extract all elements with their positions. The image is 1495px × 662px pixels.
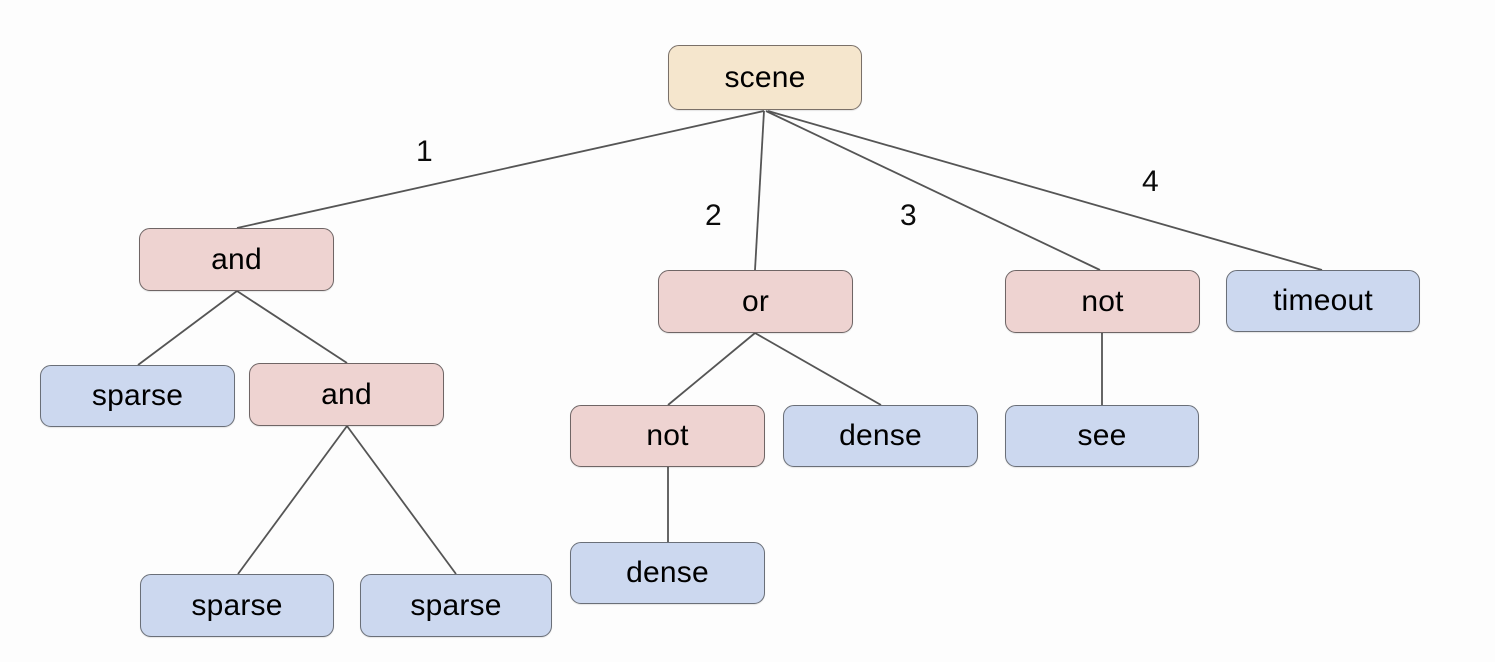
node-sparse3[interactable]: sparse (360, 574, 552, 637)
edge-scene-to-not1 (765, 110, 1101, 271)
edge-and2-to-sparse2 (237, 425, 348, 575)
node-and1[interactable]: and (139, 228, 334, 291)
node-label: sparse (191, 588, 283, 622)
node-not1[interactable]: not (1005, 270, 1200, 333)
node-label: or (741, 284, 770, 318)
edge-scene-to-and1 (236, 110, 765, 229)
edge-label-4: 4 (1142, 165, 1159, 198)
node-label: see (1077, 419, 1127, 452)
node-dense1[interactable]: dense (783, 405, 978, 467)
edge-and2-to-sparse3 (346, 425, 457, 575)
node-sparse1[interactable]: sparse (40, 365, 235, 427)
edge-scene-to-timeout1 (767, 110, 1323, 271)
node-timeout1[interactable]: timeout (1226, 270, 1420, 332)
edge-label-2: 2 (705, 199, 722, 232)
node-not2[interactable]: not (570, 405, 765, 467)
node-label: timeout (1273, 284, 1373, 317)
node-sparse2[interactable]: sparse (140, 574, 334, 637)
node-label: sparse (91, 379, 184, 412)
node-see1[interactable]: see (1005, 405, 1199, 467)
edge-and1-to-and2 (236, 290, 348, 364)
edge-label-3: 3 (900, 199, 917, 232)
node-scene[interactable]: scene (668, 45, 862, 110)
node-or1[interactable]: or (658, 270, 853, 333)
node-and2[interactable]: and (249, 363, 444, 426)
edge-or1-to-not2 (667, 332, 756, 406)
edge-scene-to-or1 (754, 110, 765, 271)
node-dense2[interactable]: dense (570, 542, 765, 604)
node-label: not (1081, 284, 1124, 318)
edge-and1-to-sparse1 (137, 290, 238, 366)
node-label: dense (626, 556, 709, 589)
edge-label-1: 1 (416, 135, 433, 168)
node-label: not (646, 419, 689, 452)
node-label: and (211, 242, 262, 276)
node-label: scene (724, 60, 806, 94)
node-label: sparse (410, 588, 502, 622)
edge-or1-to-dense1 (754, 332, 882, 406)
node-label: and (321, 377, 372, 411)
node-label: dense (839, 419, 922, 452)
